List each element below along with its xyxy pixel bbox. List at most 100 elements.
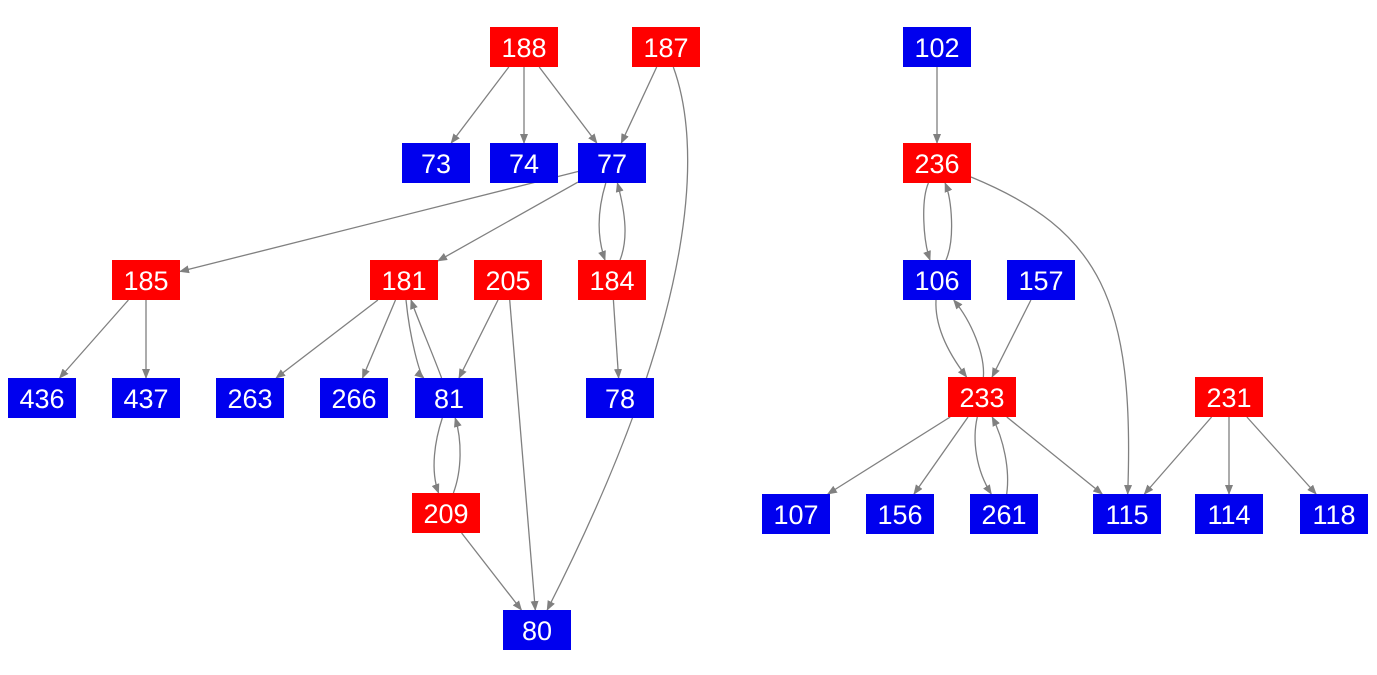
node-114: 114 [1195,494,1263,534]
edge-181-to-263 [275,299,379,379]
edge-233-to-115 [1006,416,1103,495]
edge-181-to-266 [361,299,397,379]
node-74: 74 [490,143,558,183]
node-box [112,378,180,418]
node-157: 157 [1007,260,1075,300]
node-box [1093,494,1161,534]
node-231: 231 [1195,377,1263,417]
edge-81-to-181 [410,299,443,379]
node-label: 157 [1018,266,1063,296]
node-80: 80 [503,610,571,650]
node-107: 107 [762,494,830,534]
node-263: 263 [216,378,284,418]
edge-231-to-115 [1143,416,1213,495]
node-236: 236 [903,143,971,183]
node-label: 107 [773,500,818,530]
node-label: 73 [421,149,451,179]
node-label: 78 [605,384,635,414]
node-label: 233 [959,383,1004,413]
node-box [402,143,470,183]
node-label: 181 [381,266,426,296]
node-label: 187 [643,33,688,63]
node-261: 261 [970,494,1038,534]
node-label: 436 [19,384,64,414]
node-label: 80 [522,616,552,646]
node-label: 266 [331,384,376,414]
node-box [970,494,1038,534]
node-209: 209 [412,493,480,533]
node-box [586,378,654,418]
node-77: 77 [578,143,646,183]
node-label: 205 [485,266,530,296]
node-label: 118 [1312,500,1355,530]
node-437: 437 [112,378,180,418]
node-156: 156 [866,494,934,534]
node-label: 188 [501,33,546,63]
node-box [632,27,700,67]
node-label: 185 [123,266,168,296]
edge-188-to-77 [538,66,598,144]
node-label: 77 [597,149,627,179]
node-box [1007,260,1075,300]
node-box [490,27,558,67]
edge-233-to-106 [953,299,985,378]
node-box [474,260,542,300]
node-box [948,377,1016,417]
node-box [503,610,571,650]
node-185: 185 [112,260,180,300]
node-box [216,378,284,418]
node-184: 184 [578,260,646,300]
edge-231-to-118 [1246,416,1317,495]
edge-77-to-185 [179,170,579,274]
edge-185-to-436 [58,299,129,379]
node-label: 263 [227,384,272,414]
node-266: 266 [320,378,388,418]
node-187: 187 [632,27,700,67]
node-label: 261 [981,500,1026,530]
edge-187-to-80 [546,66,689,611]
edge-81-to-209 [431,417,443,494]
node-box [320,378,388,418]
node-81: 81 [415,378,483,418]
node-box [490,143,558,183]
node-box [412,493,480,533]
node-205: 205 [474,260,542,300]
node-box [903,143,971,183]
edge-106-to-233 [935,299,968,378]
edge-184-to-78 [612,299,622,379]
node-label: 74 [509,149,539,179]
edge-188-to-73 [450,66,510,144]
node-73: 73 [402,143,470,183]
node-box [1195,494,1263,534]
edge-205-to-80 [509,299,539,611]
edges-layer [58,66,1317,611]
node-label: 437 [123,384,168,414]
edge-209-to-80 [461,532,523,611]
node-181: 181 [370,260,438,300]
node-box [903,260,971,300]
edge-184-to-77 [615,182,626,261]
node-label: 114 [1207,500,1250,530]
node-label: 184 [589,266,634,296]
node-115: 115 [1093,494,1161,534]
edge-233-to-156 [913,416,969,495]
edge-77-to-181 [437,181,579,262]
node-box [578,143,646,183]
node-label: 236 [914,149,959,179]
node-box [370,260,438,300]
node-box [578,260,646,300]
node-label: 115 [1105,500,1148,530]
node-118: 118 [1300,494,1368,534]
node-box [8,378,76,418]
edge-106-to-236 [944,182,953,261]
edge-209-to-81 [452,417,462,494]
nodes-layer: 188 187 73 74 77 185 181 205 184 436 437 263 266 81 78… [8,27,1368,650]
node-106: 106 [903,260,971,300]
node-label: 209 [423,499,468,529]
node-box [1300,494,1368,534]
node-label: 156 [877,500,922,530]
node-436: 436 [8,378,76,418]
edge-77-to-184 [598,182,607,261]
edge-181-to-81 [405,299,425,379]
